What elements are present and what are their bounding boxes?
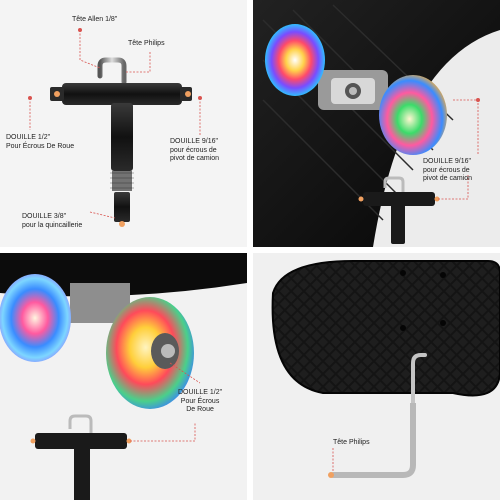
truck-socket-desc-2: pivot de camion [170,155,220,162]
wheel-socket-desc-2b: De Roue [186,406,214,413]
truck-socket-label: DOUILLE 9/16" pour écrous de pivot de ca… [170,138,219,164]
wheel-socket-label: DOUILLE 1/2" Pour Écrous De Roue [6,134,74,151]
wheel-socket-desc: Pour Écrous De Roue [6,142,75,150]
wheel-socket-desc-2a: Pour Écrous [180,397,220,405]
truck-panel: DOUILLE 9/16" pour écrous de pivot de ca… [253,0,500,247]
wheel-socket-label-2: DOUILLE 1/2" Pour Écrous De Roue [178,389,222,415]
wheels-photo [0,253,247,500]
allen-head-label: Tête Allen 1/8" [72,16,118,23]
truck-socket-title-2: DOUILLE 9/16" [423,158,472,165]
philips-head-label: Tête Philips [128,40,165,47]
truck-socket-title: DOUILLE 9/16" [170,138,219,145]
truck-socket-label-2: DOUILLE 9/16" pour écrous de pivot de ca… [423,158,472,184]
truck-socket-desc-1: pour écrous de [170,146,217,154]
wheel-socket-title: DOUILLE 1/2" [6,134,51,141]
deck-philips-label: Tête Philips [333,439,370,446]
truck-socket-desc-2a: pour écrous de [423,166,470,174]
tool-panel: Tête Allen 1/8" Tête Philips DOUILLE 1/2… [0,0,247,247]
wheels-panel: DOUILLE 1/2" Pour Écrous De Roue [0,253,247,500]
truck-photo [253,0,500,247]
deck-panel: Tête Philips [253,253,500,500]
truck-socket-desc-2b: pivot de camion [423,175,473,182]
wheel-socket-title-2: DOUILLE 1/2" [178,389,223,396]
t-tool-illustration [28,28,202,227]
hardware-socket-desc: pour la quincaillerie [22,221,83,229]
hardware-socket-label: DOUILLE 3/8" pour la quincaillerie [22,213,82,230]
hardware-socket-title: DOUILLE 3/8" [22,213,67,220]
deck-photo [271,260,500,478]
